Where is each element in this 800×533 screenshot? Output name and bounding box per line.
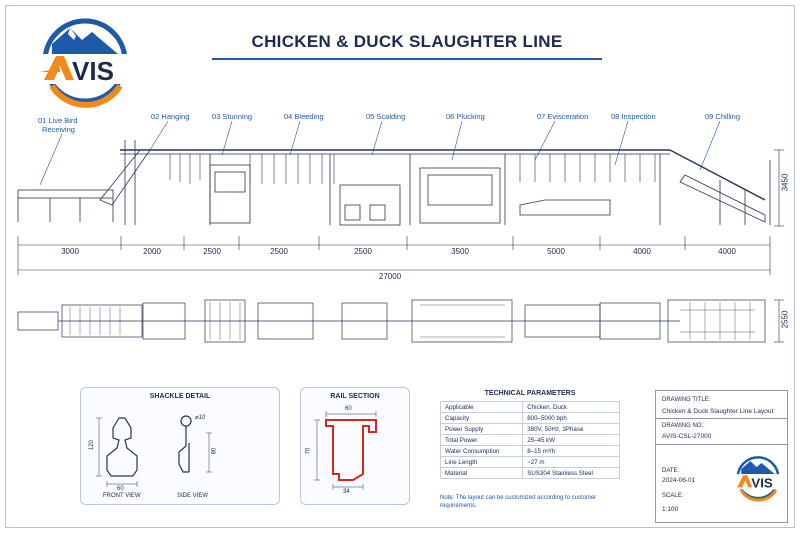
drawing-no-value: AVIS-CSL-27000 [662, 433, 712, 440]
title-block-cell: DRAWING TITLE: Chicken & Duck Slaughter … [656, 391, 787, 419]
avis-logo-small: VIS [735, 456, 782, 502]
side-view-label: SIDE VIEW [177, 493, 209, 499]
param-value: 800–5000 bph [522, 412, 620, 424]
rail-section-panel: RAIL SECTION 60 70 34 [300, 387, 410, 505]
stage-label-07: 07 Evisceration [537, 112, 589, 121]
drawing-frame [5, 5, 795, 528]
dim-height: 3450 [780, 173, 790, 192]
shackle-drawing [96, 415, 212, 487]
dim-width: 2550 [780, 310, 790, 329]
stage-label-03: 03 Stunning [212, 112, 253, 121]
param-name: Water Consumption [439, 445, 524, 457]
dim-segment-1: 3000 [61, 247, 79, 256]
rail-section-title: RAIL SECTION [330, 393, 380, 400]
param-value: SUS304 Stainless Steel [522, 467, 620, 479]
stage-label-04: 04 Bleeding [284, 112, 324, 121]
param-name: Material [439, 467, 524, 479]
dim-segment-5: 2500 [354, 247, 372, 256]
stage-label-09: 09 Chilling [705, 112, 741, 121]
dim-segment-7: 5000 [547, 247, 565, 256]
drawing-title-label: DRAWING TITLE: [662, 397, 711, 403]
param-name: Capacity [439, 412, 524, 424]
title-block: DRAWING TITLE: Chicken & Duck Slaughter … [655, 390, 788, 523]
avis-logo: VIS [40, 18, 132, 108]
dim-segment-3: 2500 [203, 247, 221, 256]
title-block-cell: DRAWING NO.: AVIS-CSL-27000 [656, 419, 787, 445]
drawing-title-value: Chicken & Duck Slaughter Line Layout [662, 408, 774, 415]
dim-segment-6: 3500 [451, 247, 469, 256]
tech-params-title: TECHNICAL PARAMETERS [484, 390, 576, 397]
customization-note: Note: The layout can be customized accor… [440, 495, 597, 509]
stage-label-06: 06 Plucking [446, 112, 485, 121]
param-name: Total Power [439, 434, 524, 446]
stage-label-08: 08 Inspection [611, 112, 656, 121]
param-name: Power Supply [439, 423, 524, 435]
rail-dim-top: 60 [345, 406, 352, 412]
param-value: 380V, 50Hz, 3Phase [522, 423, 620, 435]
table-row: Line Length~27 m [439, 456, 620, 468]
rail-profile-drawing [314, 411, 377, 490]
param-value: 25–45 kW [522, 434, 620, 446]
param-name: Applicable [439, 401, 524, 413]
stage-label-01-sub: Receiving [42, 125, 75, 134]
title-underline [212, 58, 602, 60]
stage-label-02: 02 Hanging [151, 112, 190, 121]
shackle-detail-panel: SHACKLE DETAIL 120 60 80 ⌀10 FRONT VIEW … [80, 387, 280, 505]
stage-label-05: 05 Scalding [366, 112, 406, 121]
param-value: 8–15 m³/h [522, 445, 620, 457]
logo-text-small: VIS [751, 475, 772, 490]
title-block-cell: SCALE: 1:100 [656, 487, 787, 524]
rail-dim-bottom: 34 [343, 489, 350, 495]
date-label: DATE: [662, 468, 680, 474]
front-view-label: FRONT VIEW [103, 493, 141, 499]
param-value: ~27 m [522, 456, 620, 468]
shackle-dim-height: 120 [89, 439, 96, 451]
dim-total: 27000 [378, 272, 402, 281]
dim-segment-2: 2000 [143, 247, 161, 256]
dim-segment-8: 4000 [633, 247, 651, 256]
param-name: Line Length [439, 456, 524, 468]
param-value: Chicken, Duck [522, 401, 620, 413]
rail-dim-height: 70 [305, 447, 312, 455]
stage-label-01: 01 Live Bird [38, 116, 78, 125]
dim-segment-9: 4000 [718, 247, 736, 256]
page-title: CHICKEN & DUCK SLAUGHTER LINE [251, 32, 563, 51]
dim-segment-4: 2500 [270, 247, 288, 256]
shackle-dim-dia: ⌀10 [195, 415, 206, 421]
scale-label: SCALE: [662, 493, 684, 499]
title-block-cell: DATE: 2024-06-01 [656, 445, 787, 487]
date-value: 2024-06-01 [662, 477, 696, 484]
shackle-detail-title: SHACKLE DETAIL [149, 393, 211, 400]
scale-value: 1:100 [662, 506, 679, 513]
shackle-dim-width: 60 [117, 486, 124, 492]
logo-text: VIS [72, 56, 114, 86]
shackle-dim-side: 80 [211, 447, 218, 455]
drawing-no-label: DRAWING NO.: [662, 423, 705, 429]
